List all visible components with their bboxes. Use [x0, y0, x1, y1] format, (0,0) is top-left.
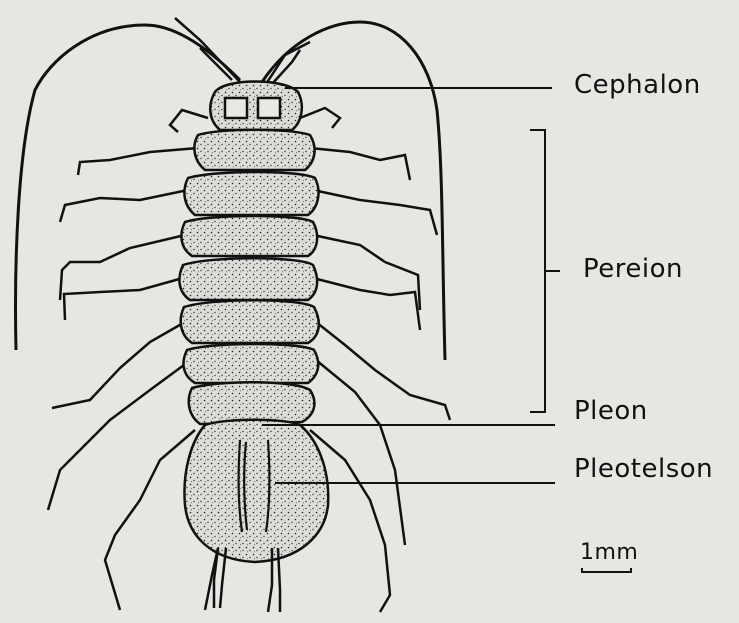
scale-bar	[582, 568, 631, 572]
leg-l3	[60, 190, 188, 222]
leg-r1	[300, 108, 340, 128]
pleon-shape	[189, 382, 315, 424]
leg-r7	[316, 360, 405, 545]
pereion-segment-5	[181, 300, 319, 343]
leg-l7	[48, 362, 188, 510]
label-pleon: Pleon	[574, 396, 648, 426]
label-pleotelson: Pleotelson	[574, 454, 713, 484]
leg-l6	[52, 322, 185, 408]
leg-l1	[170, 110, 208, 132]
leg-l5	[64, 278, 183, 320]
leg-r3	[313, 190, 437, 235]
leg-r4	[313, 235, 420, 310]
label-pereion: Pereion	[583, 254, 683, 284]
leg-r6	[316, 322, 450, 420]
pereion-segment-1	[194, 130, 314, 170]
leg-l2	[78, 148, 198, 175]
pleotelson-shape	[184, 420, 328, 562]
pereion-segment-3	[181, 216, 317, 256]
leg-r2	[310, 148, 410, 180]
leg-r5	[313, 278, 420, 330]
pereion-segment-2	[184, 172, 318, 215]
leg-l8	[105, 430, 195, 610]
eye-right	[258, 98, 280, 118]
pereion-segment-6	[183, 344, 318, 383]
body	[179, 82, 328, 563]
pereion-segment-4	[179, 258, 317, 300]
eye-left	[225, 98, 247, 118]
scale-bar-label: 1mm	[580, 540, 638, 565]
pereion-bracket	[530, 130, 545, 412]
label-cephalon: Cephalon	[574, 70, 701, 100]
